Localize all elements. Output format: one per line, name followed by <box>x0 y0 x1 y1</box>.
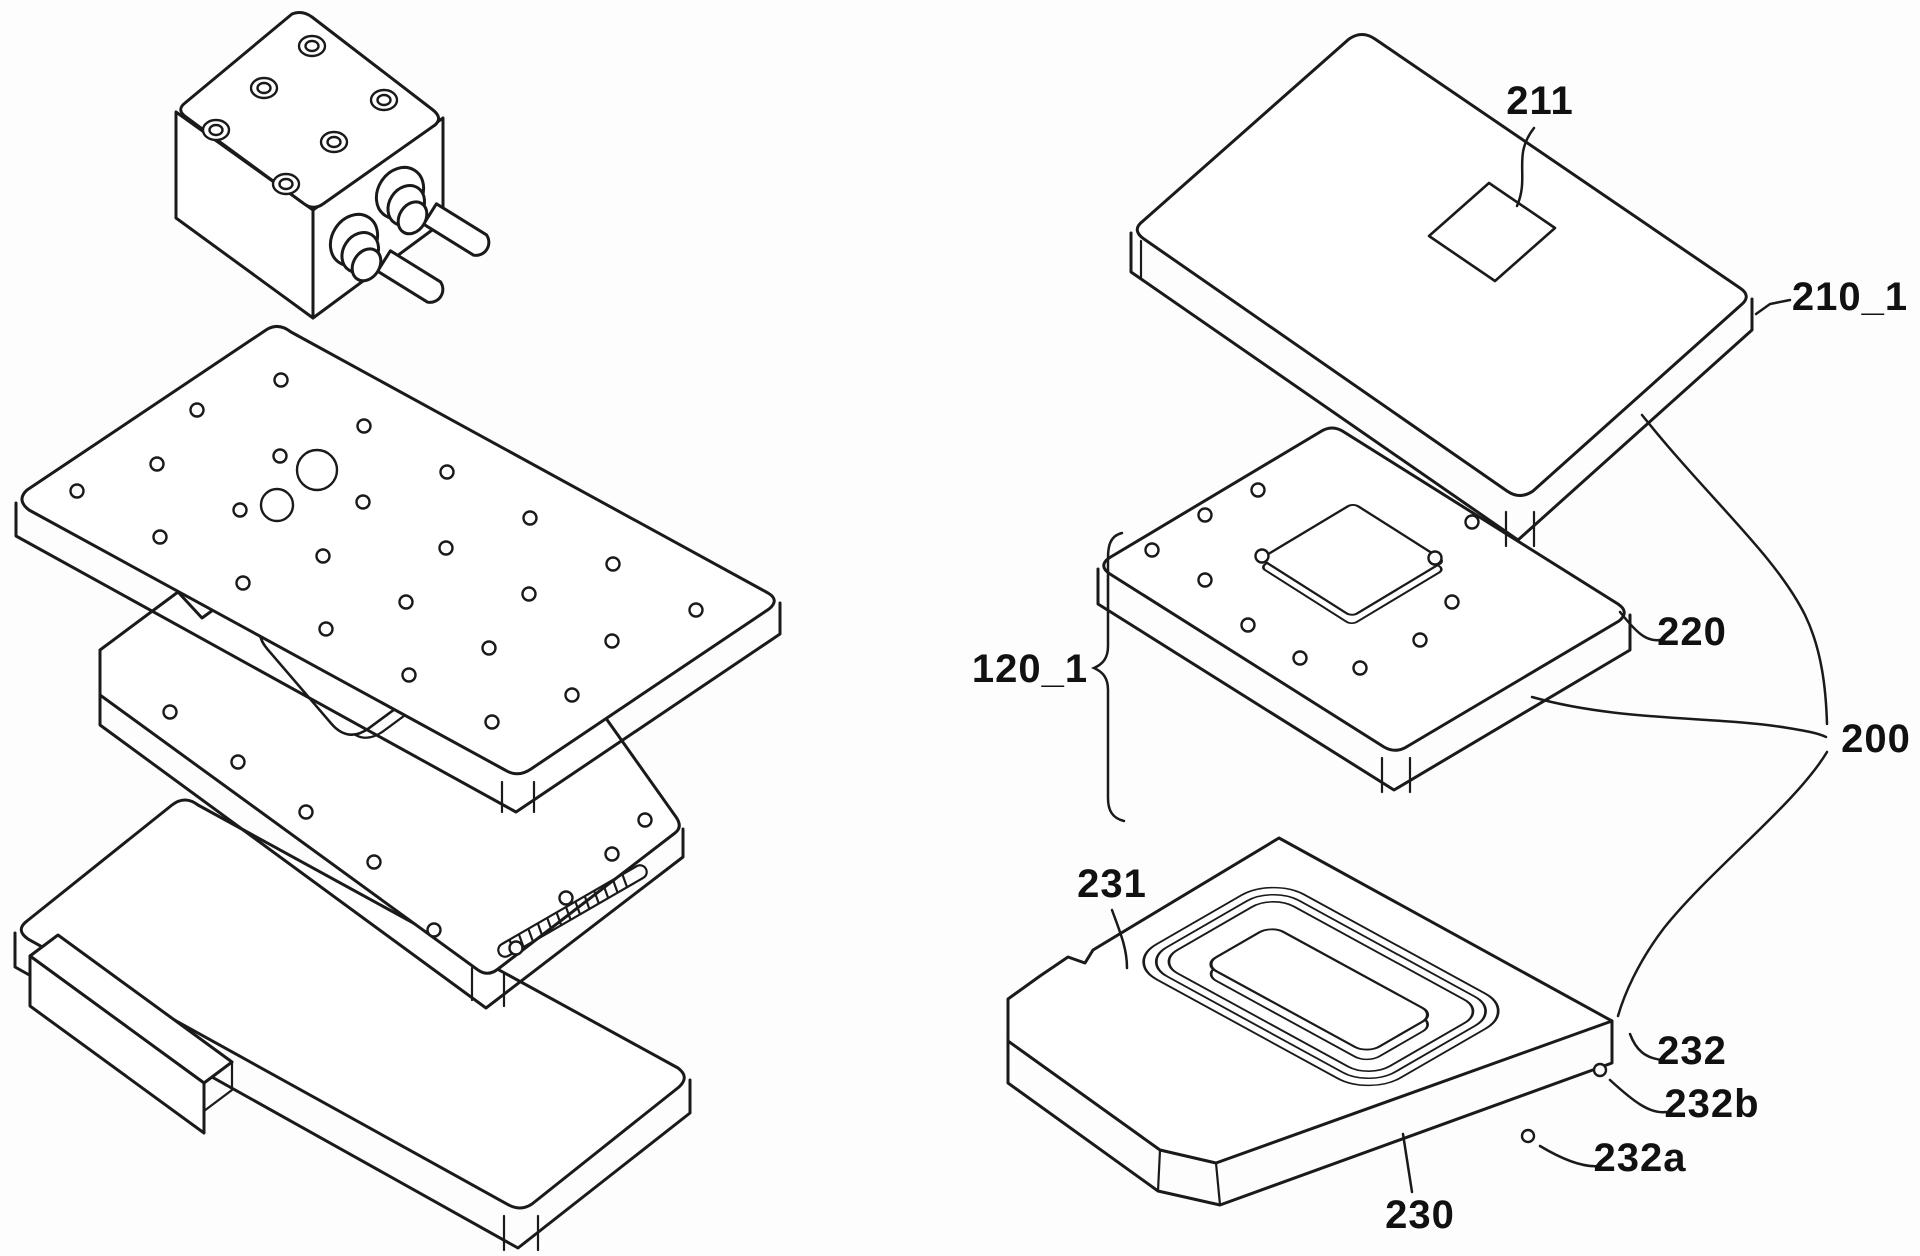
frame-corner-post <box>470 966 506 1008</box>
bottom-plate-corner-post <box>502 1214 540 1252</box>
connector-top-face <box>179 11 440 209</box>
perforated-plate-corner-post <box>14 501 536 814</box>
label-200: 200 <box>1841 717 1911 761</box>
leader-200-from-220 <box>1530 695 1828 739</box>
plate-220-chip <box>1261 503 1443 624</box>
bottom-plate-tab-front <box>28 954 206 1135</box>
plate-210_1-square-opening-211 <box>1427 181 1557 283</box>
right-assembly <box>1006 33 1754 1207</box>
label-230: 230 <box>1385 1193 1455 1237</box>
leader-200-to-tray <box>1616 750 1829 1018</box>
leader-232a <box>1538 1144 1602 1168</box>
plate-210_1-corner-posts <box>1139 239 1536 548</box>
plate-220-side-face <box>1096 567 1632 792</box>
plate-210_1 <box>1129 33 1754 548</box>
leader-230 <box>1401 1132 1414 1194</box>
label-220: 220 <box>1657 610 1727 654</box>
bottom-base-plate <box>13 798 692 1252</box>
connector-screws <box>201 34 399 196</box>
frame-holes <box>162 704 653 956</box>
bottom-plate-top-face <box>19 798 686 1210</box>
tray-chamfer-posts <box>1156 1148 1222 1207</box>
bottom-plate-tab-step <box>202 1060 234 1113</box>
tray-230 <box>1006 836 1614 1207</box>
leader-200-from-210_1 <box>1640 413 1829 726</box>
label-232a: 232a <box>1594 1136 1687 1180</box>
plate-210_1-top-face <box>1135 33 1748 497</box>
leader-211 <box>1515 126 1536 208</box>
leader-231 <box>1110 908 1129 970</box>
annotations: 211 210_1 220 200 120_1 231 232 232b 232… <box>972 79 1911 1237</box>
brace-120_1 <box>1090 531 1126 823</box>
label-120_1: 120_1 <box>972 647 1088 691</box>
label-231: 231 <box>1077 862 1147 906</box>
tray-side-face-232 <box>1006 1019 1614 1207</box>
label-211: 211 <box>1506 79 1574 123</box>
plate-220-holes <box>1144 482 1480 676</box>
tray-hole-232b <box>1592 1062 1608 1078</box>
leader-210_1 <box>1754 298 1792 316</box>
label-232b: 232b <box>1664 1082 1759 1126</box>
frame-slot-outline <box>497 864 648 958</box>
connector-block <box>174 11 491 320</box>
connector-bolt-upper <box>374 165 491 257</box>
left-assembly <box>13 11 782 1252</box>
leader-232 <box>1628 1032 1664 1062</box>
label-232: 232 <box>1657 1029 1727 1073</box>
plate-210_1-side-face <box>1129 231 1754 542</box>
leader-220 <box>1618 610 1662 642</box>
perforated-plate <box>14 325 782 814</box>
tray-hole-232a <box>1520 1128 1536 1144</box>
frame-slot <box>497 864 648 958</box>
connector-bolt-lower <box>328 212 445 304</box>
plate-220 <box>1096 426 1632 794</box>
frame-slot-hatching <box>508 874 628 953</box>
bottom-plate-side-face <box>13 931 692 1250</box>
perforated-plate-top-face <box>20 325 776 776</box>
perforated-plate-holes <box>69 372 704 730</box>
tray-gasket-grooves-231 <box>1142 886 1500 1087</box>
label-210_1: 210_1 <box>1792 275 1908 319</box>
frame-side-face <box>98 693 685 1010</box>
leader-232b <box>1608 1078 1668 1114</box>
